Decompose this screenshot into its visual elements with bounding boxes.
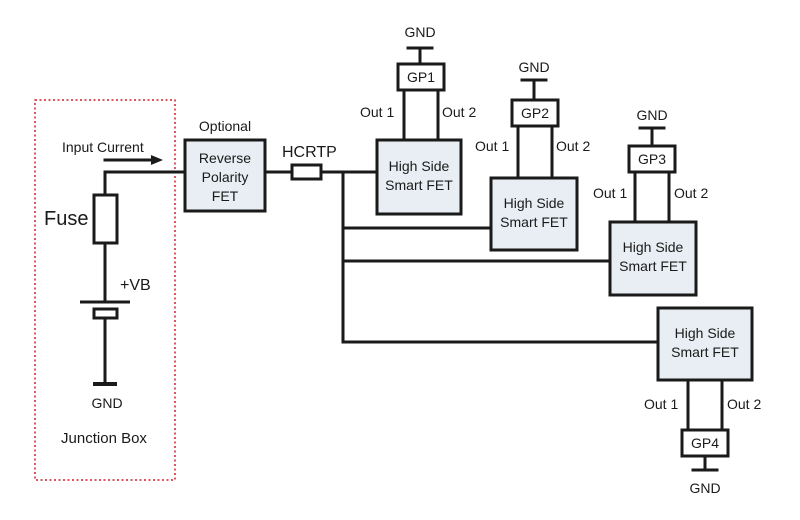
out2-label: Out 2 [674,185,708,201]
gnd-label: GND [518,59,549,75]
smart-fet-1-group: GND GP1 Out 1 Out 2 High Side Smart FET [360,24,476,216]
out1-label: Out 1 [360,104,394,120]
out1-label: Out 1 [475,138,509,154]
input-current-label: Input Current [62,139,144,155]
gnd-label: GND [689,480,720,496]
out2-label: Out 2 [442,104,476,120]
vb-label: +VB [120,277,151,294]
fet-line1: High Side [504,195,565,211]
gnd-label: GND [404,24,435,40]
fet-line1: High Side [389,158,450,174]
smart-fet-2-box [489,176,579,252]
fet-line1: High Side [623,239,684,255]
out1-label: Out 1 [593,185,627,201]
fet-line2: Smart FET [385,177,453,193]
fet-line1: High Side [675,325,736,341]
fuse-symbol [92,193,119,245]
smart-fet-3-group: GND GP3 Out 1 Out 2 High Side Smart FET [593,107,708,297]
gp-label: GP1 [407,69,435,85]
fet-line2: Smart FET [671,344,739,360]
hcrtp-label: HCRTP [282,144,337,161]
junction-box-border [34,99,176,481]
optional-label: Optional [199,118,251,134]
out2-label: Out 2 [556,138,590,154]
out1-label: Out 1 [644,396,678,412]
smart-fet-4-group: High Side Smart FET Out 1 Out 2 GP4 GND [644,306,761,496]
fet-line2: Smart FET [619,258,687,274]
gp3-box [627,144,677,174]
fuse-label: Fuse [44,208,88,230]
jb-gnd-label: GND [91,395,122,411]
gp2-box [510,98,560,128]
rp-fet-line2: Polarity [202,169,249,185]
smart-fet-3-box [608,220,698,297]
hcrtp-symbol [290,163,323,181]
fet-line2: Smart FET [500,214,568,230]
arrow-head-icon [151,155,163,165]
gp-label: GP3 [638,151,666,167]
rp-fet-line3: FET [212,188,239,204]
rp-fet-line1: Reverse [199,150,251,166]
junction-box-label: Junction Box [61,430,147,447]
smart-fet-2-group: GND GP2 Out 1 Out 2 High Side Smart FET [475,59,590,252]
gnd-label: GND [636,107,667,123]
out2-label: Out 2 [727,396,761,412]
gp-label: GP4 [691,435,719,451]
gp-label: GP2 [521,105,549,121]
smart-fet-1-box [375,138,463,216]
gp1-box [396,62,446,92]
reverse-polarity-fet-box [183,138,267,213]
supply-wire [103,170,187,197]
smart-fet-4-box [656,306,754,382]
